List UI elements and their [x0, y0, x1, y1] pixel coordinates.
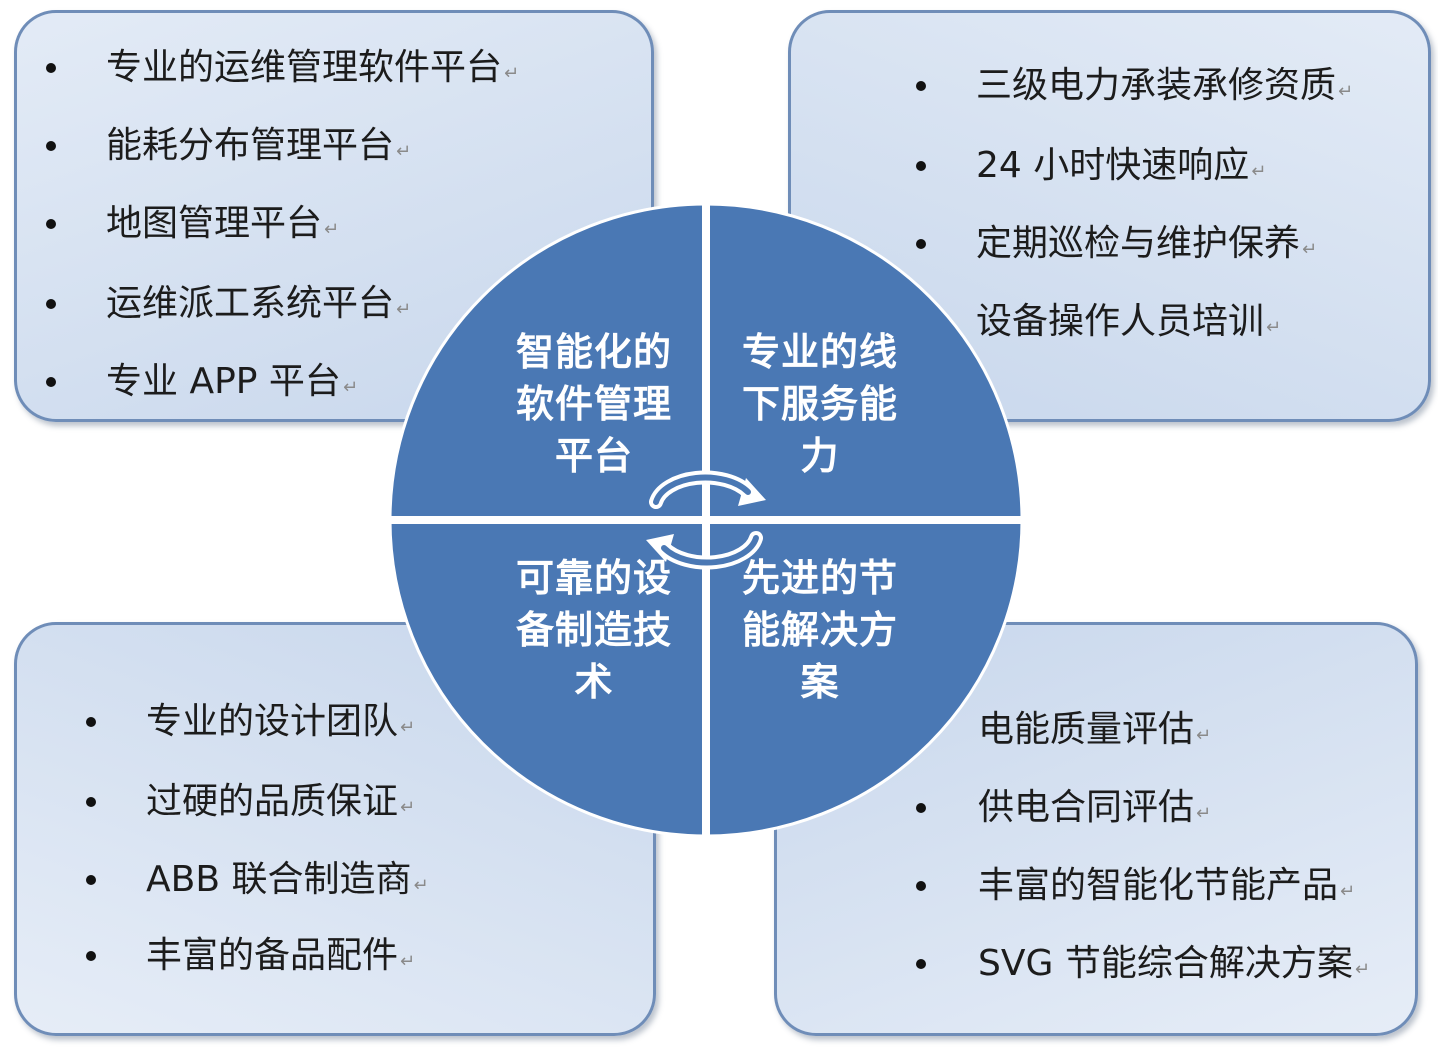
bullet-icon: [86, 875, 96, 885]
paragraph-mark-icon: ↵: [1354, 959, 1370, 980]
paragraph-mark-icon: ↵: [1340, 881, 1356, 902]
quadrant-manufacturing-label: 可靠的设 备制造技 术: [515, 556, 672, 704]
bullet-icon: [86, 717, 96, 727]
refresh-cycle-icon: [646, 470, 766, 570]
bullet-icon: [916, 81, 926, 91]
paragraph-mark-icon: ↵: [396, 299, 412, 320]
bullet-icon: [46, 63, 56, 73]
bullet-icon: [46, 141, 56, 151]
bullet-icon: [86, 951, 96, 961]
paragraph-mark-icon: ↵: [1338, 81, 1354, 102]
paragraph-mark-icon: ↵: [1196, 725, 1212, 746]
paragraph-mark-icon: ↵: [1302, 239, 1318, 260]
paragraph-mark-icon: ↵: [342, 377, 359, 398]
paragraph-mark-icon: ↵: [324, 219, 340, 240]
paragraph-mark-icon: ↵: [1251, 161, 1267, 182]
bullet-icon: [916, 161, 926, 171]
bullet-icon: [46, 299, 56, 309]
paragraph-mark-icon: ↵: [1266, 317, 1282, 338]
paragraph-mark-icon: ↵: [413, 875, 429, 896]
paragraph-mark-icon: ↵: [400, 717, 416, 738]
paragraph-mark-icon: ↵: [504, 63, 520, 84]
bullet-icon: [46, 377, 56, 387]
bullet-icon: [86, 797, 96, 807]
bullet-icon: [916, 959, 926, 969]
paragraph-mark-icon: ↵: [400, 951, 416, 972]
paragraph-mark-icon: ↵: [1196, 803, 1212, 824]
bullet-icon: [916, 239, 926, 249]
paragraph-mark-icon: ↵: [396, 141, 412, 162]
bullet-icon: [46, 219, 56, 229]
paragraph-mark-icon: ↵: [400, 797, 416, 818]
quadrant-offline-service-label: 专业的线 下服务能 力: [741, 330, 898, 478]
bullet-icon: [916, 881, 926, 891]
bullet-icon: [916, 803, 926, 813]
quadrant-software-platform-label: 智能化的 软件管理 平台: [515, 330, 672, 478]
quadrant-energy-solutions-label: 先进的节 能解决方 案: [741, 556, 898, 704]
